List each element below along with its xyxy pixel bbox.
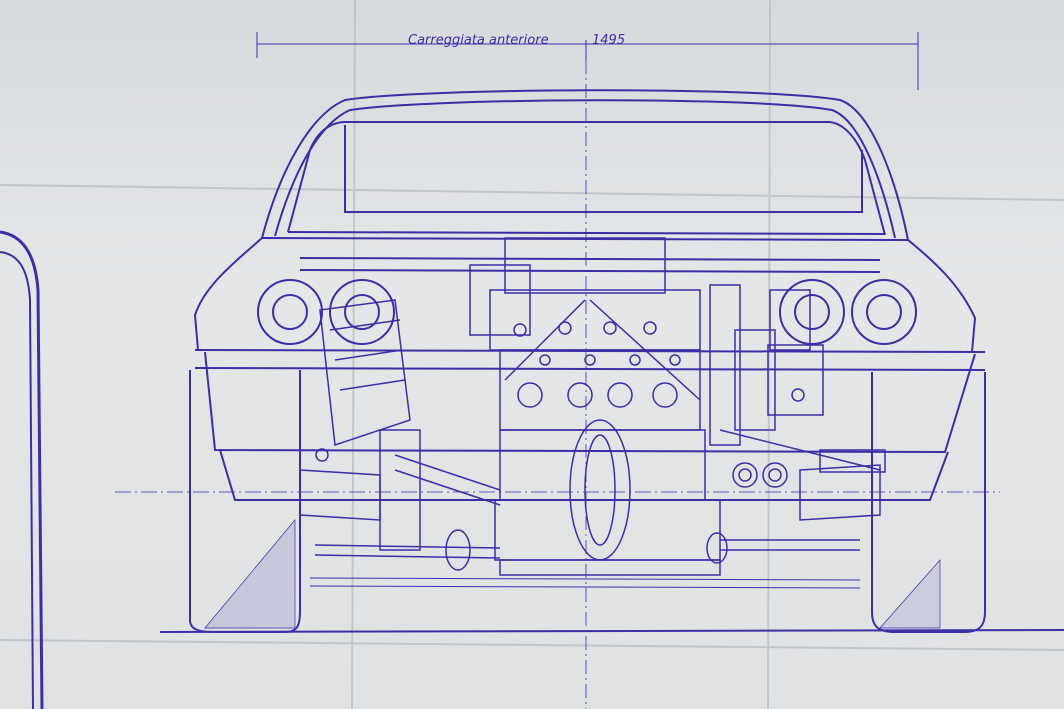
lower-crossmember xyxy=(309,577,861,589)
ground-line xyxy=(159,629,1064,633)
track-dimension-line xyxy=(256,32,919,90)
adjacent-view-outline xyxy=(0,230,44,709)
tyre-shadow-hatching xyxy=(204,519,941,629)
suspension-left xyxy=(299,299,501,571)
roof-outline xyxy=(261,89,909,241)
rear-wheels xyxy=(189,370,986,633)
tail-lights xyxy=(257,279,917,345)
track-dimension-text: Carreggiata anteriore xyxy=(408,33,549,48)
suspension-right xyxy=(706,429,886,564)
engine-assembly xyxy=(469,237,824,576)
body-sides xyxy=(193,237,986,501)
track-dimension-label: Carreggiata anteriore xyxy=(408,33,549,48)
track-dimension-value: 1495 xyxy=(592,33,625,48)
track-dimension-number: 1495 xyxy=(592,33,626,48)
